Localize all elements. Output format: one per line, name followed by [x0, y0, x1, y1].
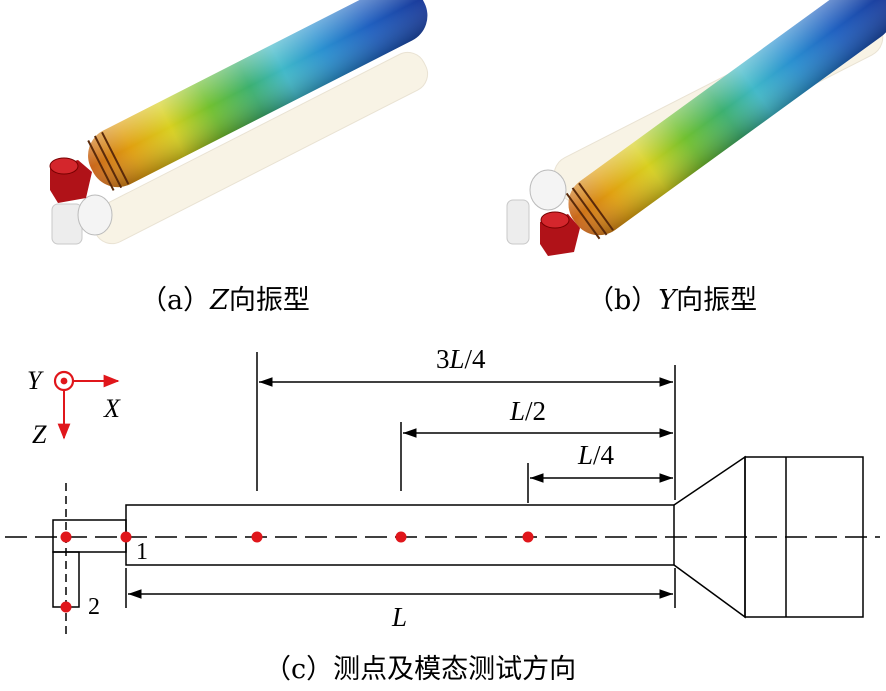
rod-outline: [125, 455, 864, 619]
caption-b-prefix: （b）: [587, 285, 658, 316]
point-label-2: 2: [88, 594, 100, 620]
measuring-points: [60, 531, 534, 613]
dimension-label-full-length: L: [391, 602, 407, 632]
measure-point-three-quarter: [251, 531, 263, 543]
dimension-label-half: L/2: [509, 396, 546, 426]
caption-c: （c）测点及模态测试方向: [264, 654, 576, 685]
point-label-1: 1: [136, 539, 148, 565]
measure-point-quarter: [522, 531, 534, 543]
dimension-label-three-quarter: 3L/4: [436, 344, 486, 374]
coordinate-system: Y X Z: [27, 366, 121, 449]
axis-label-z: Z: [32, 420, 47, 449]
dimension-extension-lines: [125, 352, 676, 608]
axis-label-y: Y: [27, 366, 44, 395]
measure-point-half: [395, 531, 407, 543]
measure-point-1: [120, 531, 132, 543]
caption-a-suffix: 向振型: [229, 285, 310, 316]
caption-b: （b）Y向振型: [587, 285, 757, 316]
dimension-label-quarter: L/4: [577, 440, 615, 470]
mode-shape-y-render: [506, 0, 886, 256]
axis-label-x: X: [103, 394, 121, 423]
caption-a-var: Z: [209, 285, 230, 316]
caption-b-suffix: 向振型: [676, 285, 757, 316]
caption-a: （a）Z向振型: [140, 285, 310, 316]
caption-a-prefix: （a）: [140, 285, 210, 316]
caption-b-var: Y: [658, 285, 678, 316]
measure-point-clamp: [60, 531, 72, 543]
measure-point-2: [60, 601, 72, 613]
mode-shape-z-render: [49, 0, 429, 245]
